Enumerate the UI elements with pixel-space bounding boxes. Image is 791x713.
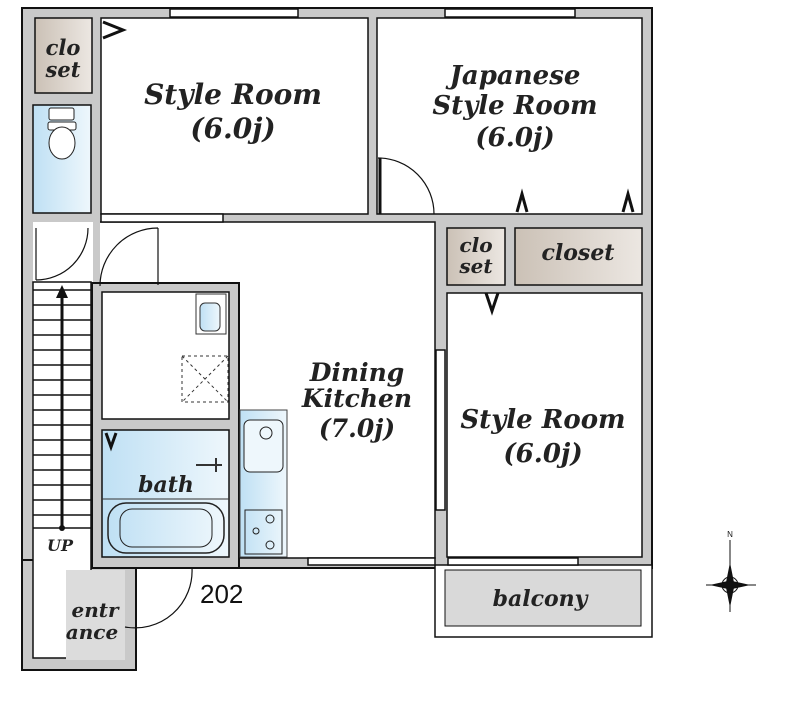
stairs-up-label: UP bbox=[47, 536, 74, 555]
up-arrow-icon bbox=[56, 285, 68, 531]
closet-large-label: closet bbox=[542, 240, 615, 266]
closet-small-line1: clo bbox=[459, 233, 492, 257]
japanese-room bbox=[376, 17, 643, 215]
washer-space-icon bbox=[181, 355, 229, 403]
japanese-room-line1: Japanese bbox=[445, 61, 581, 91]
style-room-1-size: (6.0j) bbox=[190, 112, 275, 145]
entrance-door bbox=[124, 567, 193, 629]
closet-top-left bbox=[34, 17, 93, 94]
dining-kitchen-size: (7.0j) bbox=[319, 414, 395, 443]
compass-icon bbox=[706, 540, 756, 612]
dining-kitchen-line1: Dining bbox=[309, 358, 405, 387]
entrance bbox=[66, 570, 125, 660]
windows bbox=[100, 8, 579, 566]
closet-small-line2: set bbox=[458, 254, 493, 278]
japanese-room-size: (6.0j) bbox=[475, 123, 554, 153]
closet-top-left-line2: set bbox=[45, 57, 81, 82]
style-room-2 bbox=[446, 292, 643, 558]
faucet-icon bbox=[196, 458, 222, 472]
closet-small bbox=[446, 227, 506, 286]
style-room-1-name: Style Room bbox=[144, 78, 322, 111]
japanese-room-line2: Style Room bbox=[432, 91, 597, 121]
compass-north-label: N bbox=[727, 530, 733, 539]
bath-label: bath bbox=[138, 472, 194, 498]
dining-kitchen-line2: Kitchen bbox=[301, 384, 412, 413]
closet-top-left-line1: clo bbox=[46, 35, 81, 60]
toilet-icon bbox=[47, 107, 77, 160]
style-room-2-size: (6.0j) bbox=[503, 439, 582, 469]
balcony-label: balcony bbox=[493, 586, 590, 612]
entrance-line2: ance bbox=[66, 620, 118, 644]
closet-large bbox=[514, 227, 643, 286]
unit-number: 202 bbox=[200, 579, 243, 609]
stove-icon bbox=[244, 509, 283, 555]
kitchen-sink-icon bbox=[243, 419, 284, 473]
bathtub-icon bbox=[107, 502, 225, 554]
entrance-line1: entr bbox=[71, 598, 120, 622]
style-room-1 bbox=[100, 17, 369, 215]
balcony bbox=[444, 569, 642, 627]
style-room-2-name: Style Room bbox=[460, 405, 625, 435]
doors bbox=[35, 157, 435, 287]
